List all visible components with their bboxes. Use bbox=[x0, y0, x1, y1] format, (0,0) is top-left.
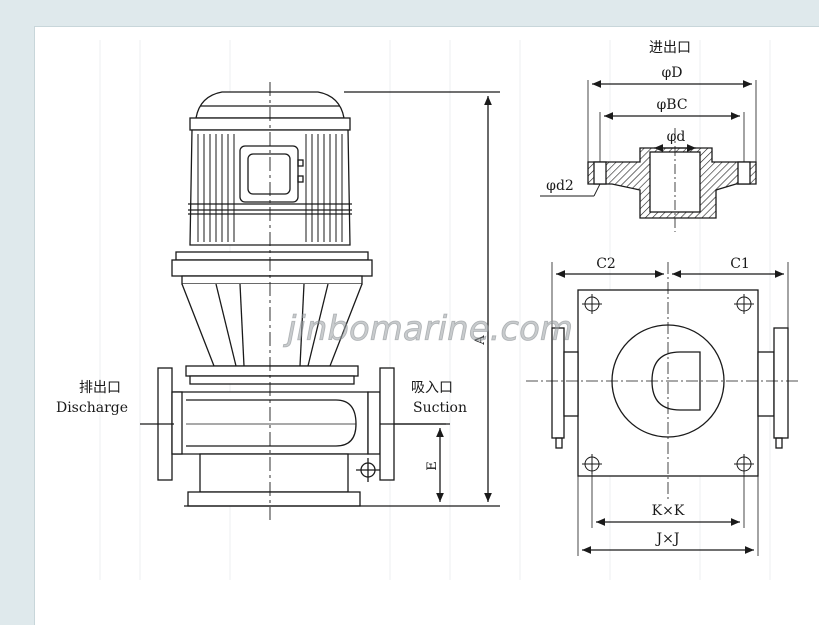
terminal-box bbox=[239, 145, 304, 203]
pump-casing bbox=[173, 391, 369, 455]
dim-JxJ-label: J×J bbox=[655, 531, 680, 547]
dim-A-label: A bbox=[473, 335, 488, 346]
watermark-text: jinbomarine.com bbox=[283, 309, 573, 349]
suction-cn-label: 吸入口 bbox=[411, 380, 453, 396]
pump-elevation bbox=[140, 82, 500, 520]
dim-phid-label: φd bbox=[667, 129, 686, 145]
dim-E-label: E bbox=[425, 461, 440, 471]
discharge-flange bbox=[140, 367, 183, 481]
flange-section bbox=[540, 80, 757, 232]
inlet-outlet-label: 进出口 bbox=[649, 40, 691, 56]
dimension-A bbox=[344, 91, 500, 502]
discharge-en-label: Discharge bbox=[56, 400, 128, 416]
bolt-symbol bbox=[356, 458, 380, 482]
dim-phid2-label: φd2 bbox=[546, 178, 574, 194]
plan-view bbox=[526, 262, 800, 556]
dim-phiD-label: φD bbox=[661, 65, 682, 81]
pump-bracket bbox=[181, 283, 363, 385]
dimension-E bbox=[394, 423, 446, 502]
dim-KxK-label: K×K bbox=[652, 503, 685, 519]
motor-flange bbox=[171, 251, 373, 285]
dim-C1-label: C1 bbox=[730, 256, 750, 272]
discharge-cn-label: 排出口 bbox=[79, 380, 121, 396]
pump-base bbox=[184, 453, 500, 507]
motor-cap bbox=[189, 91, 351, 131]
suction-en-label: Suction bbox=[413, 400, 467, 416]
dim-phiBC-label: φBC bbox=[656, 97, 687, 113]
dim-C2-label: C2 bbox=[596, 256, 616, 272]
